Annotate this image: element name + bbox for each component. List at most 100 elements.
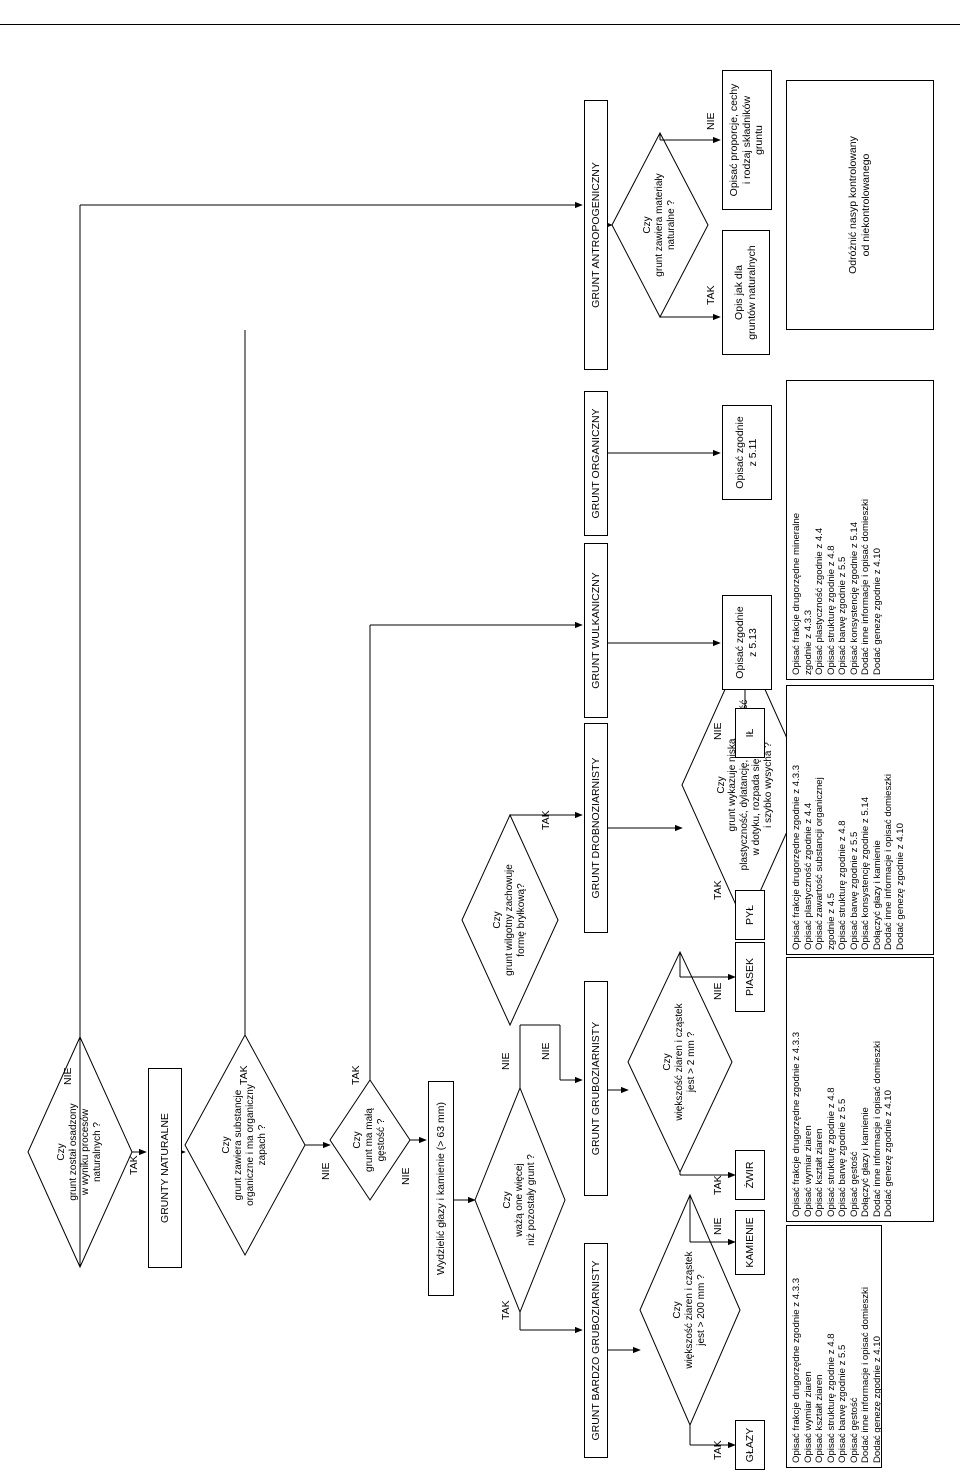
box-opisac-proporcje-line: gruntu — [753, 125, 766, 155]
diamond-origin-question-line: grunt został osadzony — [68, 1103, 80, 1201]
box-opisac-proporcje-line: i rodzaj składników — [740, 95, 753, 185]
diamond-cohesive-question-line: formę bryłkową? — [515, 883, 527, 957]
diamond-natural-materials-question — [611, 131, 709, 319]
box-list-gruboziarnisty-line: Dołączyć głazy i kamienie — [860, 1107, 871, 1217]
box-list-drobnoziarnisty-line: Opisać frakcje drugorzędne zgodnie z 4.3… — [791, 764, 802, 950]
diamond-origin-question-line: w wyniku procesów — [79, 1108, 91, 1196]
box-list-drobnoziarnisty-line: Dodać genezę zgodnie z 4.10 — [894, 823, 906, 950]
box-list-bardzo-gruboziarnisty-line: Dodać genezę zgodnie z 4.10 — [871, 1336, 883, 1463]
box-list-drobnoziarnisty-line: zgodnie z 4.5 — [825, 892, 837, 950]
diamond-organic-question-line: zapach ? — [256, 1124, 268, 1166]
box-glazy: GŁAZY — [735, 1420, 765, 1470]
box-list-gruboziarnisty-line: Opisać gęstość — [848, 1151, 860, 1217]
box-nasyp-line: od niekontrolowanego — [860, 153, 872, 257]
box-grunt-drobnoziarnisty: GRUNT DROBNOZIARNISTY — [584, 723, 608, 933]
label-nie-7: NIE — [712, 982, 724, 1000]
box-list-drobnoziarnisty-line: Dołączyć głazy i kamienie — [871, 840, 883, 950]
box-list-organiczny-line: Opisać plastyczność zgodnie z 4.4 — [814, 527, 825, 675]
box-list-drobnoziarnisty-line: Dodać inne informacje i opisać domieszki — [883, 774, 894, 950]
label-tak-3: TAK — [350, 1065, 362, 1085]
box-grunt-wulkaniczny: GRUNT WULKANICZNY — [584, 543, 608, 718]
box-list-organiczny-line: Opisać frakcje drugorzędne mineralne — [791, 512, 802, 675]
box-list-drobnoziarnisty-line: Opisać konsystencję zgodnie z 5.14 — [860, 796, 871, 950]
box-list-organiczny-line: Opisać konsystencję zgodnie z 5.14 — [848, 521, 860, 675]
label-tak-7: TAK — [712, 1175, 724, 1195]
box-wulkaniczny-opis-line: z 5.13 — [747, 628, 759, 657]
box-grunt-gruboziarnisty: GRUNT GRUBOZIARNISTY — [584, 981, 608, 1196]
label-nie-9: NIE — [705, 112, 717, 130]
diamond-organic-question-line: organiczne i ma organiczny — [244, 1084, 256, 1206]
diamond-heavier-question-line: Czy — [502, 1191, 514, 1209]
box-list-drobnoziarnisty-line: Opisać plastyczność zgodnie z 4.4 — [802, 802, 814, 950]
box-list-bardzo-gruboziarnisty-line: Opisać frakcje drugorzędne zgodnie z 4.3… — [791, 1277, 802, 1463]
box-list-gruboziarnisty-line: Opisać wymiar ziaren — [802, 1125, 814, 1217]
box-wydzielic-glazy: Wydzielić głazy i kamienie (> 63 mm) — [428, 1081, 454, 1296]
box-list-bardzo-gruboziarnisty-line: Opisać barwę zgodnie z 5.5 — [837, 1344, 848, 1463]
box-opisac-proporcje-line: Opisać proporcje, cechy — [728, 83, 741, 197]
diamond-2mm-question — [627, 950, 733, 1174]
box-list-organiczny-line: Dodać inne informacje i opisać domieszki — [860, 499, 871, 675]
label-nie-1: NIE — [62, 1067, 74, 1085]
box-list-drobnoziarnisty-line: Opisać strukturę zgodnie z 4.8 — [837, 820, 848, 950]
box-list-gruboziarnisty-line: Dodać genezę zgodnie z 4.10 — [883, 1090, 894, 1217]
diamond-2mm-question-line: większość ziaren i cząstek — [674, 1003, 686, 1121]
box-wulkaniczny-opis-line: Opisać zgodnie — [734, 606, 747, 679]
diamond-low-density-question-line: grunt ma małą — [364, 1108, 376, 1172]
diamond-low-density-question-line: gęstość ? — [375, 1118, 387, 1162]
box-opis-naturalnych-line: gruntów naturalnych — [746, 245, 758, 340]
diamond-200mm-question-line: większość ziaren i cząstek — [684, 1251, 696, 1369]
box-list-gruboziarnisty-line: Opisać kształt ziaren — [814, 1128, 825, 1217]
box-list-drobnoziarnisty: Opisać frakcje drugorzędne zgodnie z 4.3… — [786, 685, 934, 955]
box-list-drobnoziarnisty-line: Opisać barwę zgodnie z 5.5 — [848, 831, 860, 950]
diamond-organic-question-line: Czy — [221, 1136, 233, 1154]
box-nasyp-line: Odróżnić nasyp kontrolowany — [847, 136, 860, 274]
box-zwir: ŻWIR — [735, 1150, 765, 1200]
connector-lines — [27, 131, 809, 1449]
diamond-organic-question-line: grunt zawiera substancje — [233, 1089, 245, 1201]
label-nie-2: NIE — [320, 1162, 332, 1180]
box-kamienie: KAMIENIE — [735, 1210, 765, 1275]
box-list-gruboziarnisty: Opisać frakcje drugorzędne zgodnie z 4.3… — [786, 957, 934, 1222]
box-piasek: PIASEK — [735, 942, 765, 1012]
diamond-natural-materials-question-line: naturalne ? — [665, 200, 677, 251]
diamond-heavier-question — [474, 1086, 566, 1314]
box-list-bardzo-gruboziarnisty-line: Opisać strukturę zgodnie z 4.8 — [825, 1333, 837, 1463]
diamond-cohesive-question — [461, 813, 559, 1027]
box-organiczny-opis-line: z 5.11 — [747, 438, 759, 467]
box-list-bardzo-gruboziarnisty-line: Dodać inne informacje i opisać domieszki — [860, 1287, 871, 1463]
box-list-organiczny-line: Opisać strukturę zgodnie z 4.8 — [825, 545, 837, 675]
label-tak-9: TAK — [705, 285, 717, 305]
box-list-bardzo-gruboziarnisty: Opisać frakcje drugorzędne zgodnie z 4.3… — [786, 1225, 882, 1468]
box-list-gruboziarnisty-line: Opisać barwę zgodnie z 5.5 — [837, 1098, 848, 1217]
box-list-bardzo-gruboziarnisty-line: Opisać gęstość — [848, 1397, 860, 1463]
box-list-bardzo-gruboziarnisty-line: Opisać kształt ziaren — [814, 1374, 825, 1463]
box-list-gruboziarnisty-line: Dodać inne informacje i opisać domieszki — [871, 1041, 883, 1217]
label-nie-4: NIE — [500, 1052, 512, 1070]
box-list-organiczny-line: zgodnie z 4.3.3 — [802, 609, 814, 675]
label-tak-2: TAK — [238, 1065, 250, 1085]
label-tak-5: TAK — [540, 810, 552, 830]
diamond-origin-question-line: Czy — [56, 1143, 68, 1161]
box-il: IŁ — [735, 708, 765, 758]
box-list-organiczny-line: Opisać barwę zgodnie z 5.5 — [837, 556, 848, 675]
box-opis-naturalnych-line: Opis jak dla — [733, 265, 746, 320]
page-header — [0, 0, 960, 25]
box-list-gruboziarnisty-line: Opisać frakcje drugorzędne zgodnie z 4.3… — [791, 1031, 802, 1217]
box-grunty-naturalne: GRUNTY NATURALNE — [148, 1068, 182, 1268]
label-nie-6: NIE — [712, 1217, 724, 1235]
label-nie-3: NIE — [400, 1167, 412, 1185]
box-grunt-organiczny: GRUNT ORGANICZNY — [584, 391, 608, 536]
diamond-natural-materials-question-line: grunt zawiera materiały — [654, 173, 666, 277]
label-tak-6: TAK — [712, 1440, 724, 1460]
